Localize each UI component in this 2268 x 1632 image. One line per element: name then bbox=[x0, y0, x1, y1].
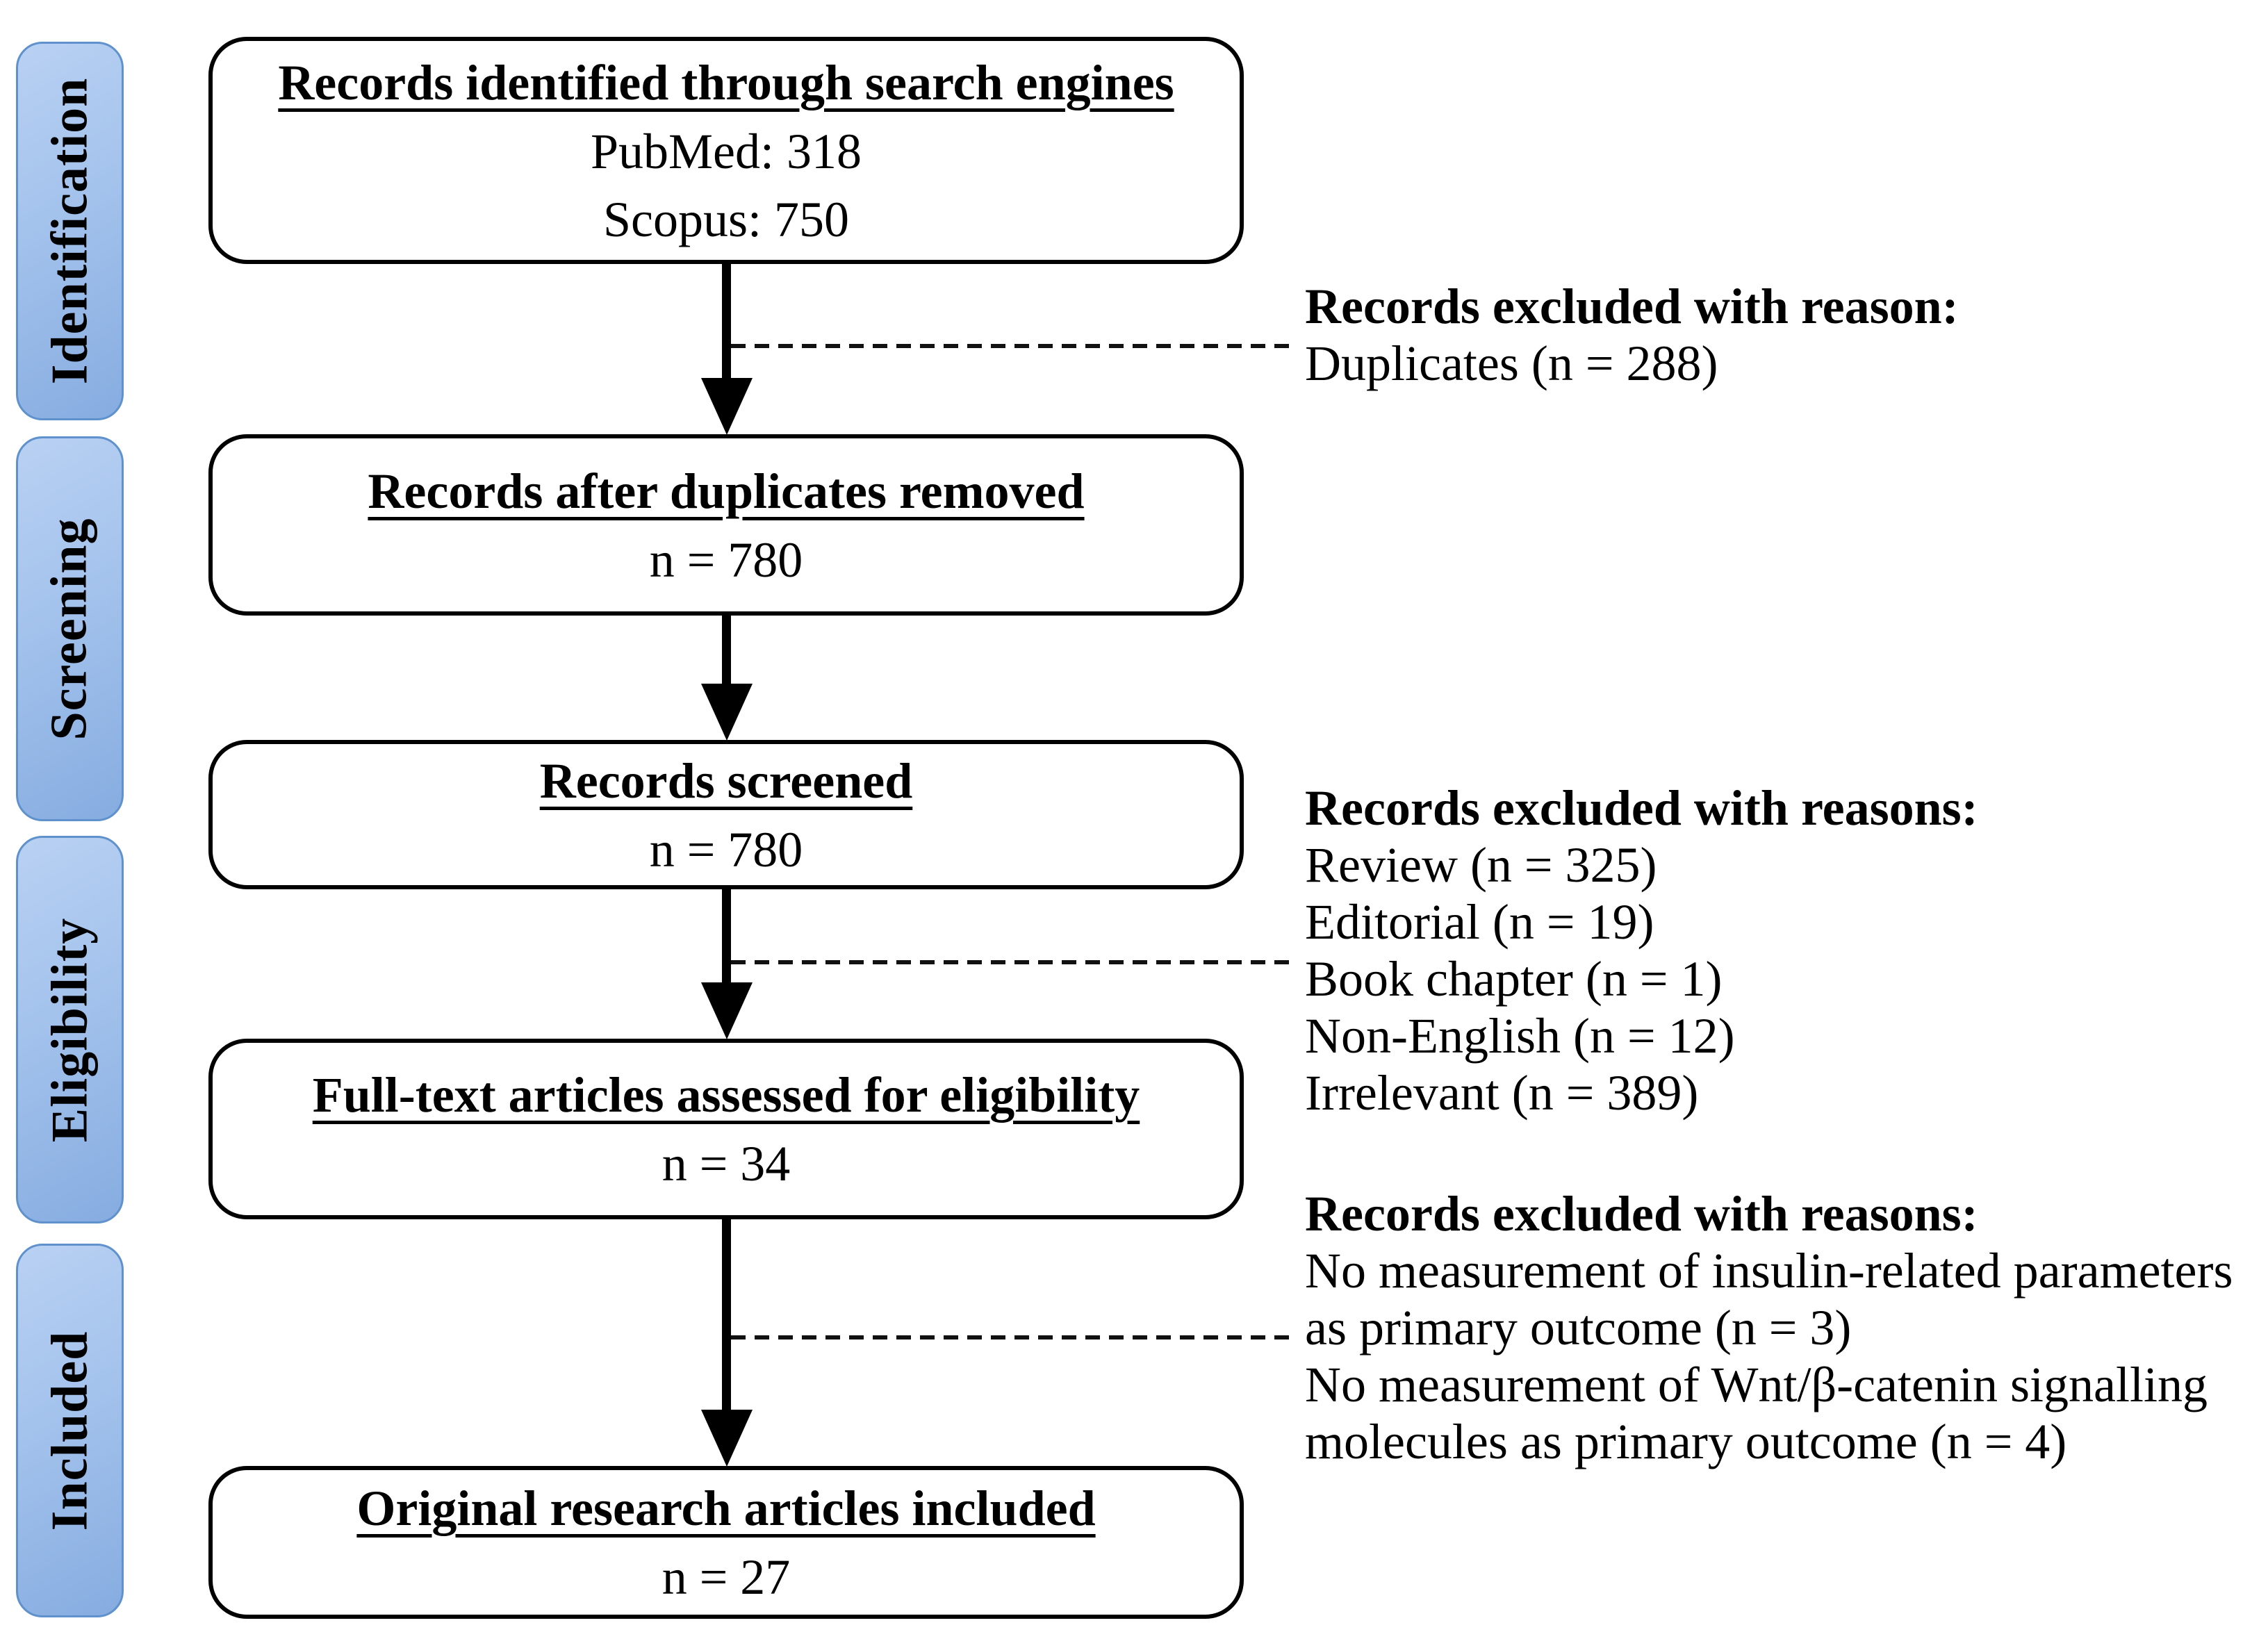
flow-box-articles-included: Original research articles included n = … bbox=[208, 1466, 1244, 1619]
flow-box-records-screened: Records screened n = 780 bbox=[208, 740, 1244, 889]
exclusion-line: Review (n = 325) bbox=[1305, 837, 1657, 893]
box-title: Original research articles included bbox=[356, 1481, 1096, 1536]
stage-identification: Identification bbox=[16, 42, 124, 420]
stage-eligibility: Eligibility bbox=[16, 836, 124, 1223]
box-count-line: n = 780 bbox=[649, 821, 803, 877]
dashed-connector-3 bbox=[731, 1335, 1289, 1340]
box-count-line: n = 34 bbox=[662, 1136, 791, 1192]
box-count-line: PubMed: 318 bbox=[590, 123, 862, 179]
exclusion-note-screening: Records excluded with reasons: Review (n… bbox=[1305, 780, 2268, 1121]
box-title: Records screened bbox=[539, 752, 913, 809]
flow-box-fulltext-assessed: Full-text articles assessed for eligibil… bbox=[208, 1039, 1244, 1219]
exclusion-note-duplicates: Records excluded with reason: Duplicates… bbox=[1305, 278, 2268, 392]
exclusion-line: as primary outcome (n = 3) bbox=[1305, 1300, 1852, 1355]
flow-arrow-stem-2 bbox=[722, 616, 731, 686]
box-count-line: n = 780 bbox=[649, 531, 803, 588]
arrowhead-down-icon bbox=[701, 1410, 753, 1467]
flow-arrow-stem-4 bbox=[722, 1219, 731, 1412]
exclusion-line: Book chapter (n = 1) bbox=[1305, 951, 1723, 1007]
stage-label: Screening bbox=[41, 517, 99, 741]
exclusion-line: Editorial (n = 19) bbox=[1305, 894, 1654, 950]
flow-arrow-stem-3 bbox=[722, 889, 731, 985]
exclusion-line: Irrelevant (n = 389) bbox=[1305, 1065, 1699, 1121]
stage-label: Included bbox=[41, 1330, 99, 1531]
stage-label: Eligibility bbox=[41, 917, 99, 1142]
flow-box-duplicates-removed: Records after duplicates removed n = 780 bbox=[208, 434, 1244, 616]
exclusion-heading: Records excluded with reason: bbox=[1305, 279, 1959, 334]
dashed-connector-1 bbox=[731, 344, 1289, 348]
box-title: Records after duplicates removed bbox=[368, 463, 1085, 519]
arrowhead-down-icon bbox=[701, 684, 753, 741]
dashed-connector-2 bbox=[731, 960, 1289, 964]
stage-label: Identification bbox=[41, 77, 98, 385]
arrowhead-down-icon bbox=[701, 982, 753, 1039]
exclusion-heading: Records excluded with reasons: bbox=[1305, 1186, 1978, 1242]
exclusion-note-fulltext: Records excluded with reasons: No measur… bbox=[1305, 1185, 2268, 1470]
box-count-line: n = 27 bbox=[662, 1549, 791, 1605]
box-count-line: Scopus: 750 bbox=[602, 191, 850, 247]
stage-included: Included bbox=[16, 1244, 124, 1617]
exclusion-heading: Records excluded with reasons: bbox=[1305, 780, 1978, 836]
flow-arrow-stem-1 bbox=[722, 264, 731, 381]
exclusion-line: No measurement of insulin-related parame… bbox=[1305, 1243, 2233, 1299]
exclusion-line: Duplicates (n = 288) bbox=[1305, 336, 1718, 391]
stage-screening: Screening bbox=[16, 436, 124, 821]
box-title: Full-text articles assessed for eligibil… bbox=[312, 1067, 1140, 1123]
exclusion-line: Non-English (n = 12) bbox=[1305, 1008, 1735, 1064]
arrowhead-down-icon bbox=[701, 378, 753, 435]
box-title: Records identified through search engine… bbox=[278, 54, 1174, 110]
exclusion-line: No measurement of Wnt/β-catenin signalli… bbox=[1305, 1357, 2208, 1412]
flow-box-records-identified: Records identified through search engine… bbox=[208, 37, 1244, 264]
exclusion-line: molecules as primary outcome (n = 4) bbox=[1305, 1414, 2067, 1469]
